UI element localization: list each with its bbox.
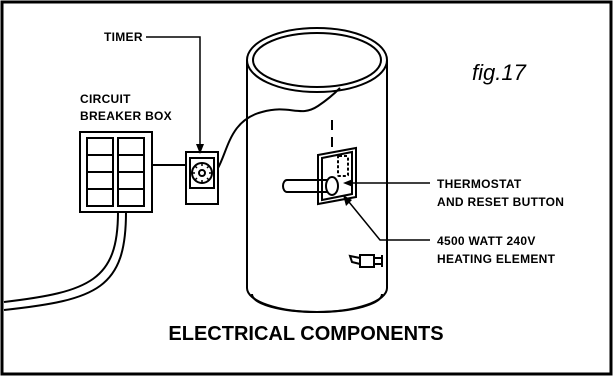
thermostat-label-line1: THERMOSTAT	[437, 177, 522, 191]
tank-top-inner	[252, 32, 382, 88]
wiring	[3, 87, 341, 311]
tank-top-outer	[246, 27, 388, 93]
breaker-label-line2: BREAKER BOX	[80, 109, 172, 123]
timer-leader	[146, 36, 201, 150]
heating-element-label-line2: HEATING ELEMENT	[437, 252, 556, 266]
breaker-label-line1: CIRCUIT	[80, 92, 131, 106]
drain-valve	[348, 254, 383, 268]
figure-caption: ELECTRICAL COMPONENTS	[168, 323, 443, 345]
supply-cable-2	[3, 211, 127, 311]
wire-timer-to-tank	[217, 87, 341, 169]
reset-button	[325, 176, 339, 196]
heating-element-leader	[348, 201, 430, 241]
timer-arrowhead	[196, 144, 204, 154]
timer-dial-ticks	[192, 163, 212, 183]
thermostat-panel	[317, 146, 357, 206]
supply-cable-1	[3, 211, 119, 303]
thermostat-arrowhead	[343, 179, 353, 187]
heating-element-label-line1: 4500 WATT 240V	[437, 234, 536, 248]
figure-number: fig.17	[472, 60, 527, 85]
timer-label: TIMER	[104, 30, 143, 44]
water-heater-tank	[246, 27, 388, 313]
heating-element-tube	[282, 179, 330, 193]
tank-bottom-inner	[251, 293, 383, 313]
timer-box	[185, 151, 219, 205]
thermostat-label-line2: AND RESET BUTTON	[437, 195, 564, 209]
circuit-breaker-box	[79, 131, 153, 213]
heating-element-arrowhead	[343, 195, 352, 206]
